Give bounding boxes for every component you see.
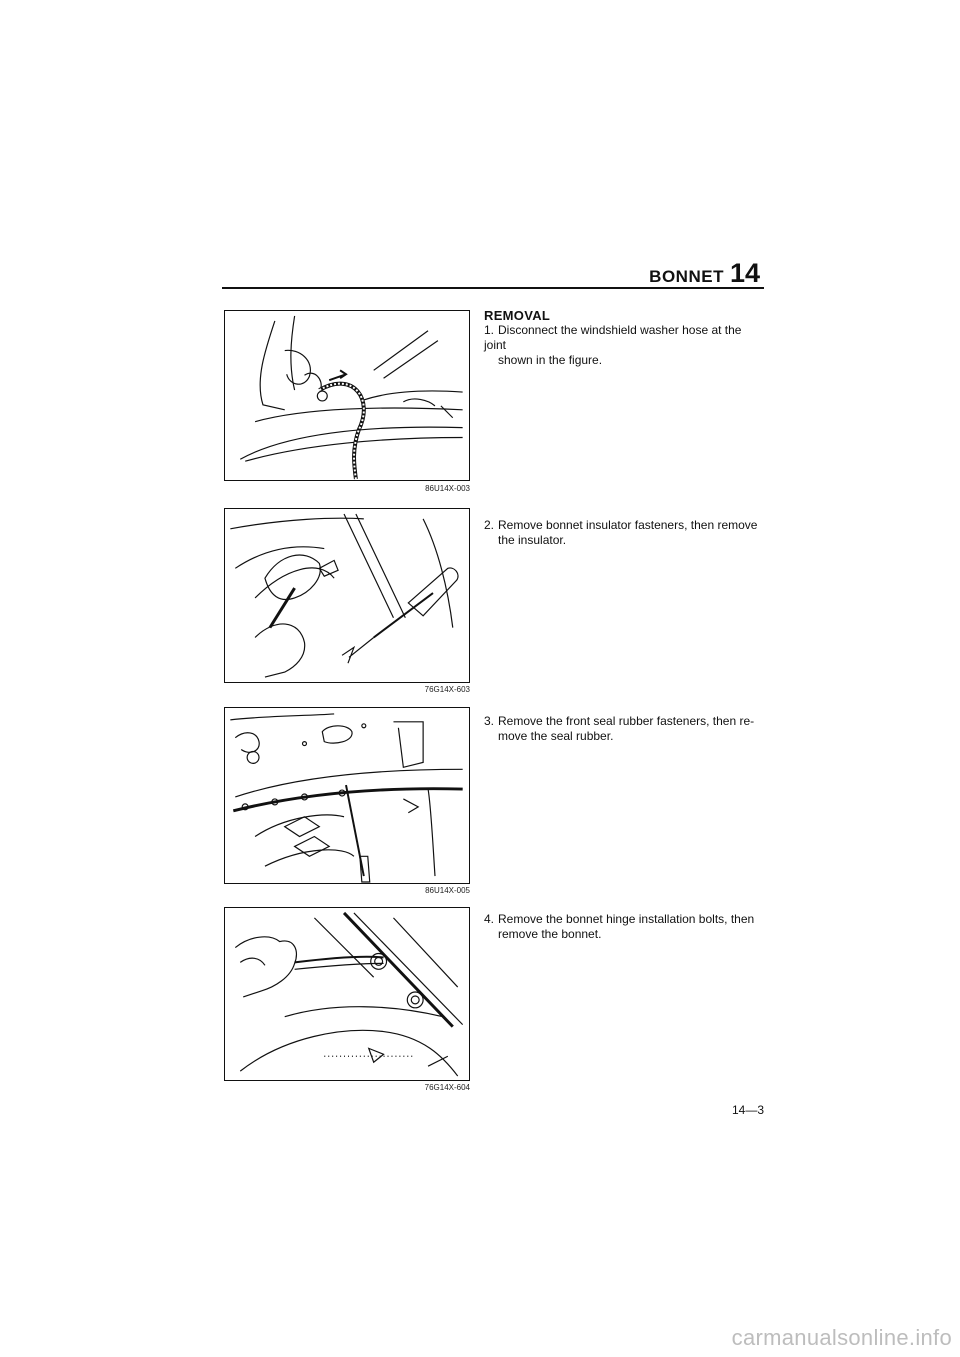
watermark: carmanualsonline.info bbox=[731, 1325, 952, 1350]
figure-code: 76G14X-604 bbox=[424, 1083, 470, 1092]
figure-code: 86U14X-003 bbox=[425, 484, 470, 493]
step-text-line: Remove bonnet insulator fasteners, then … bbox=[498, 518, 758, 532]
page-header-title: BONNET 14 bbox=[620, 258, 760, 289]
figure-code: 76G14X-603 bbox=[424, 685, 470, 694]
step-2: 2.Remove bonnet insulator fasteners, the… bbox=[484, 518, 764, 548]
step-number: 4. bbox=[484, 912, 495, 926]
step-text-line: move the seal rubber. bbox=[498, 729, 614, 743]
step-text-line: Disconnect the windshield washer hose at… bbox=[484, 323, 742, 352]
step-3: 3.Remove the front seal rubber fasteners… bbox=[484, 714, 764, 744]
step-text-line: remove the bonnet. bbox=[498, 927, 602, 941]
step-4: 4.Remove the bonnet hinge installation b… bbox=[484, 912, 764, 942]
step-text-line: the insulator. bbox=[498, 533, 567, 547]
step-number: 1. bbox=[484, 323, 495, 337]
header-section-title: BONNET bbox=[649, 267, 724, 286]
step-text-line: Remove the bonnet hinge installation bol… bbox=[498, 912, 755, 926]
step-text-line: Remove the front seal rubber fasteners, … bbox=[498, 714, 755, 728]
figure-seal-rubber bbox=[224, 707, 470, 884]
step-number: 3. bbox=[484, 714, 495, 728]
figure-hinge-bolts bbox=[224, 907, 470, 1081]
figure-washer-hose bbox=[224, 310, 470, 481]
figure-insulator-fasteners bbox=[224, 508, 470, 683]
section-heading: REMOVAL bbox=[484, 308, 551, 323]
step-text-line: shown in the figure. bbox=[498, 353, 603, 367]
page-number: 14—3 bbox=[731, 1103, 764, 1117]
step-number: 2. bbox=[484, 518, 495, 532]
header-chapter-number: 14 bbox=[729, 258, 760, 288]
figure-code: 86U14X-005 bbox=[425, 886, 470, 895]
header-rule bbox=[222, 287, 764, 289]
step-1: 1.Disconnect the windshield washer hose … bbox=[484, 323, 764, 368]
